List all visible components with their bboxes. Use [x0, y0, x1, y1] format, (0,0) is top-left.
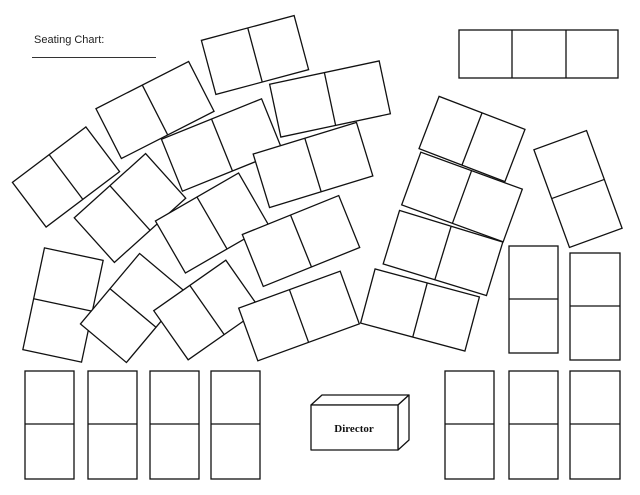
stand-left-row2-2	[73, 152, 187, 264]
stand-right-2	[400, 151, 524, 243]
stand-left-row2-3	[160, 97, 284, 193]
stand-left-row1-2	[95, 60, 215, 160]
stand-left-row4-1	[152, 259, 262, 361]
stand-right-3	[533, 129, 623, 249]
stand-right-5	[359, 268, 481, 352]
stand-bottom-right-2	[508, 370, 559, 480]
stand-left-row1-3	[200, 14, 310, 96]
stand-right-1	[418, 95, 526, 183]
seating-chart-title: Seating Chart:	[34, 34, 105, 46]
director-podium: Director	[310, 394, 410, 451]
stand-bottom-left-2	[87, 370, 138, 480]
stand-top-right	[458, 29, 619, 79]
stand-right-4	[382, 209, 504, 297]
stand-left-row2-4	[252, 121, 374, 209]
stand-left-row3-3	[241, 194, 361, 288]
stand-bottom-left-1	[24, 370, 75, 480]
stand-left-row3-1	[79, 252, 187, 364]
director-label: Director	[334, 423, 374, 435]
stand-left-row1-1	[11, 126, 121, 228]
stand-left-row1-4	[268, 60, 392, 138]
stand-bottom-right-1	[444, 370, 495, 480]
stand-bottom-left-4	[210, 370, 261, 480]
stand-left-row4-2	[237, 270, 361, 362]
stand-right-vertical-1	[508, 245, 559, 354]
stand-left-row2-1	[22, 247, 104, 363]
stand-bottom-right-3	[569, 370, 621, 480]
stand-left-row3-2	[154, 172, 270, 274]
stand-right-vertical-2	[569, 252, 621, 361]
name-line	[32, 57, 156, 58]
stand-bottom-left-3	[149, 370, 200, 480]
